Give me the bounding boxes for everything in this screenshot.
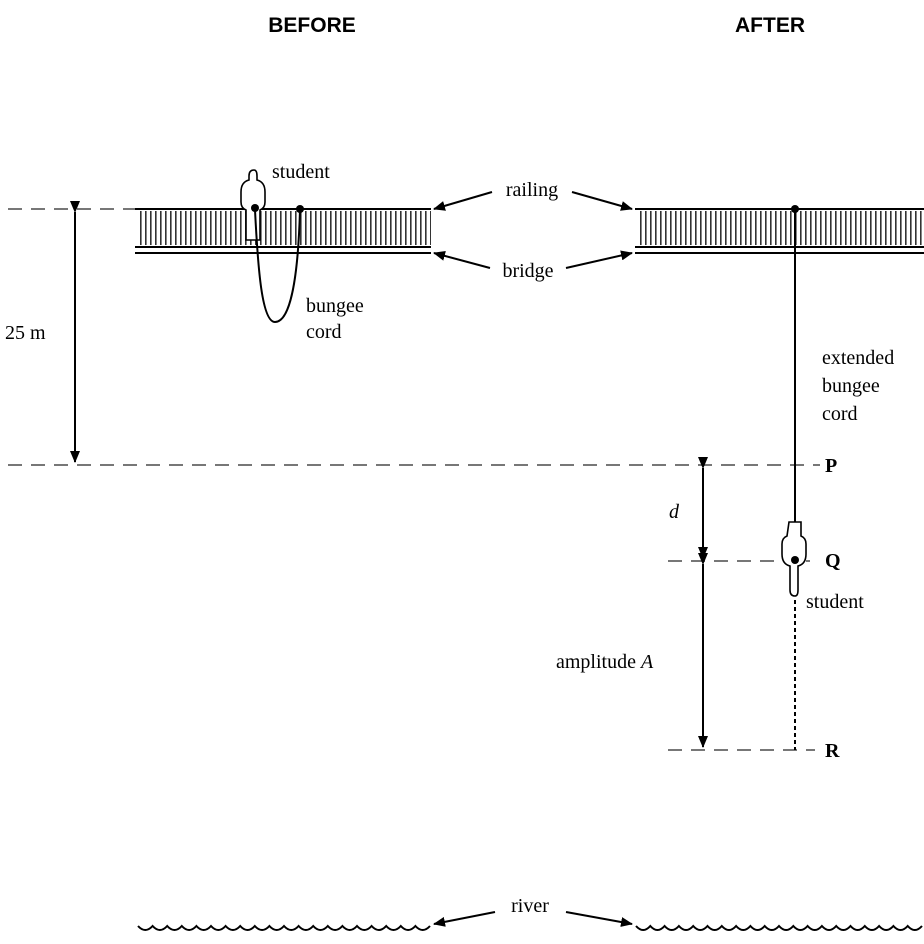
student-before-figure xyxy=(240,169,266,241)
extended-label-line1: extended xyxy=(822,347,894,369)
river-arrow-right xyxy=(565,911,633,927)
point-q-label: Q xyxy=(825,550,841,572)
height-label: 25 m xyxy=(5,322,46,344)
bungee-cord-before xyxy=(254,209,301,324)
bungee-label-line1: bungee xyxy=(306,295,364,317)
railing-arrow-left xyxy=(433,191,493,211)
river-waves-right xyxy=(635,924,923,931)
header-before: BEFORE xyxy=(268,14,356,37)
point-p-label: P xyxy=(825,455,837,477)
point-r-label: R xyxy=(825,740,840,762)
river-waves-left xyxy=(137,924,431,931)
extended-label-line3: cord xyxy=(822,403,858,425)
bungee-label-line2: cord xyxy=(306,321,342,343)
river-label: river xyxy=(511,895,549,917)
extended-label-line2: bungee xyxy=(822,375,880,397)
header-after: AFTER xyxy=(735,14,805,37)
amplitude-text: amplitude xyxy=(556,651,641,673)
railing-posts-after xyxy=(637,211,924,245)
d-label: d xyxy=(669,501,680,523)
bridge-arrow-left xyxy=(433,251,491,269)
bridge-arrow-right xyxy=(565,250,633,269)
bridge-label: bridge xyxy=(502,260,553,282)
bridge-before xyxy=(135,208,431,254)
railing-arrow-right xyxy=(571,191,633,211)
student-after-figure xyxy=(781,521,807,597)
bridge-after xyxy=(635,208,924,254)
railing-posts-before xyxy=(137,211,431,245)
river-arrow-left xyxy=(433,911,496,927)
student-after-label: student xyxy=(806,591,864,613)
amplitude-symbol: A xyxy=(639,651,654,673)
railing-label: railing xyxy=(506,179,558,201)
cord-anchor-before xyxy=(296,205,304,213)
amplitude-label: amplitude A xyxy=(556,651,654,673)
student-before-label: student xyxy=(272,161,330,183)
